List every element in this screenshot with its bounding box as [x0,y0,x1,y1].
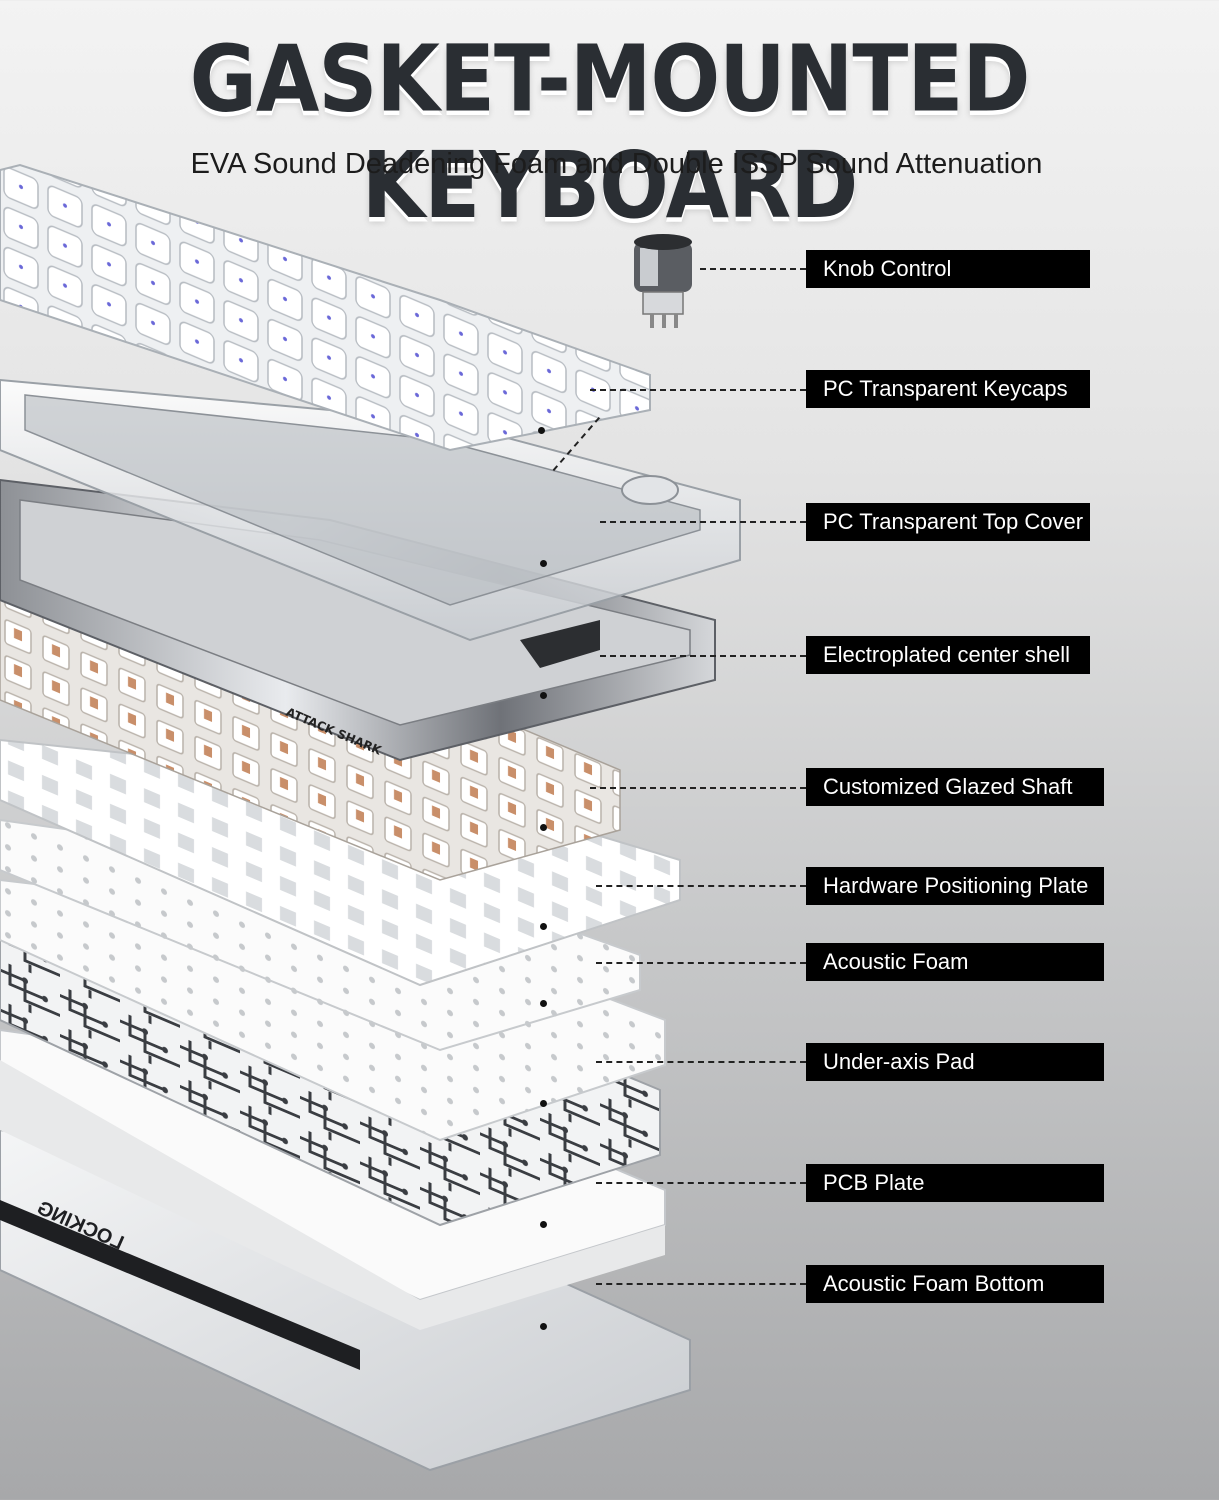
label-knob-control: Knob Control [806,250,1090,288]
knob-icon [634,234,692,328]
leader-dot [540,1221,547,1228]
leader-dot [540,692,547,699]
label-customized-glazed-shaft: Customized Glazed Shaft [806,768,1104,806]
label-acoustic-foam: Acoustic Foam [806,943,1104,981]
leader-dot [540,1323,547,1330]
label-pc-transparent-top-cover: PC Transparent Top Cover [806,503,1090,541]
leader-line [596,1061,806,1063]
leader-line [600,521,806,523]
page-subtitle: EVA Sound Deadening Foam and Double ISSP… [190,148,1043,180]
page-title: GASKET-MOUNTED KEYBOARD [189,26,1031,240]
leader-line [590,389,806,391]
leader-line [600,655,806,657]
leader-dot [538,427,545,434]
label-pc-transparent-keycaps: PC Transparent Keycaps [806,370,1090,408]
label-pcb-plate: PCB Plate [806,1164,1104,1202]
label-acoustic-foam-bottom: Acoustic Foam Bottom [806,1265,1104,1303]
label-electroplated-center-shell: Electroplated center shell [806,636,1090,674]
leader-dot [540,1100,547,1107]
label-hardware-positioning-plate: Hardware Positioning Plate [806,867,1104,905]
leader-dot [540,1000,547,1007]
leader-line [596,885,806,887]
leader-line [596,962,806,964]
leader-dot [540,824,547,831]
label-under-axis-pad: Under-axis Pad [806,1043,1104,1081]
leader-line [596,1182,806,1184]
leader-line [700,268,806,270]
leader-line [590,787,806,789]
leader-dot [540,923,547,930]
leader-dot [540,560,547,567]
leader-line [596,1283,806,1285]
